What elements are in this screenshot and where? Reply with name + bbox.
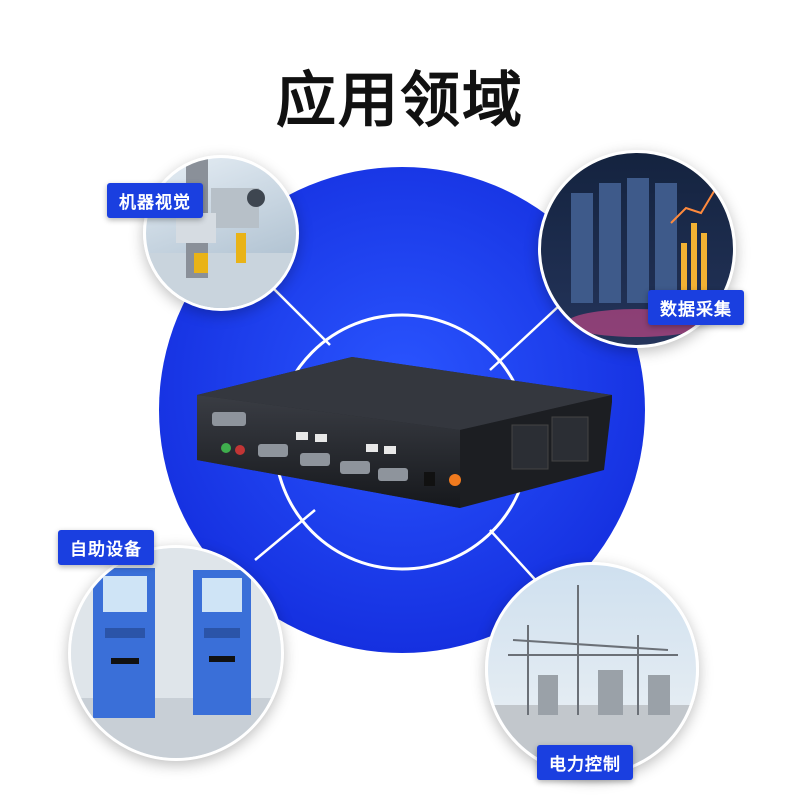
tag-power-control: 电力控制 <box>537 745 633 780</box>
industrial-pc-device <box>197 357 612 508</box>
page-title: 应用领域 <box>276 66 524 136</box>
connector-lines <box>254 284 561 586</box>
machine-vision-photo <box>143 155 299 311</box>
kiosk-photo <box>68 545 284 761</box>
power-substation-photo <box>485 562 699 776</box>
tag-machine-vision: 机器视觉 <box>107 183 203 218</box>
tag-self-service: 自助设备 <box>58 530 154 565</box>
tag-data-acquisition: 数据采集 <box>648 290 744 325</box>
